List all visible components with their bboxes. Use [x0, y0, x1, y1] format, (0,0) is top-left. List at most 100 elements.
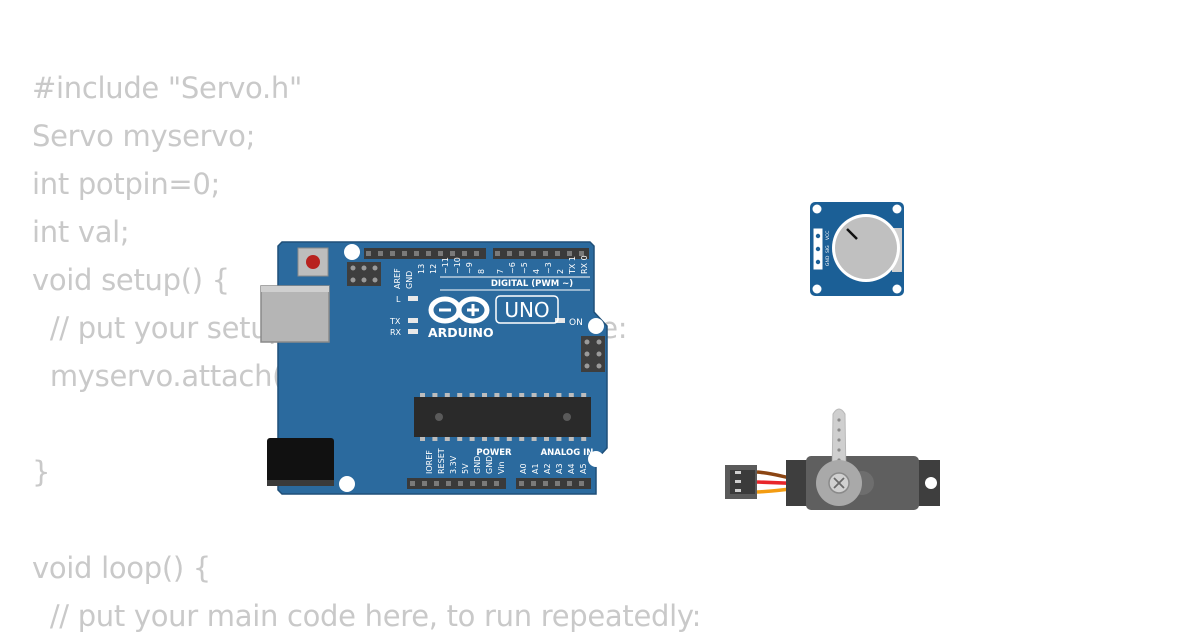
- pin-label: ~9: [465, 262, 474, 274]
- microcontroller-chip: [414, 393, 591, 441]
- pin-label: A4: [567, 463, 576, 474]
- pin-label: IOREF: [425, 450, 434, 474]
- header-hole: [422, 481, 427, 486]
- chip-pin: [581, 393, 587, 398]
- power-label: POWER: [476, 448, 512, 458]
- pin-label: GND: [473, 456, 482, 474]
- mounting-hole: [344, 244, 360, 260]
- l-led-label: L: [396, 295, 401, 304]
- model-label: UNO: [504, 298, 549, 322]
- pin-label: ~5: [520, 262, 529, 274]
- pin-label: A3: [555, 463, 564, 474]
- header-hole: [555, 481, 560, 486]
- chip-pin: [544, 436, 549, 441]
- pin-label: ~3: [544, 262, 553, 274]
- chip-pin: [494, 436, 500, 441]
- rx-led: [408, 329, 418, 334]
- rx-led-label: RX: [390, 328, 402, 337]
- pin-label: 13: [417, 264, 426, 274]
- header-hole: [458, 481, 463, 486]
- header-hole: [543, 481, 548, 486]
- header-hole: [579, 251, 584, 256]
- pin-label: 8: [477, 269, 486, 274]
- chip-pin: [531, 393, 537, 398]
- chip-pin: [482, 393, 487, 398]
- header-hole: [567, 481, 572, 486]
- header-hole: [378, 251, 383, 256]
- pin-label: 3.3V: [449, 455, 458, 474]
- chip-pin: [506, 393, 512, 398]
- pin-label: RESET: [437, 448, 446, 474]
- chip-pin: [556, 436, 562, 441]
- pin-label: A2: [543, 463, 552, 474]
- header-hole: [366, 251, 371, 256]
- header-hole: [470, 481, 475, 486]
- pin-label: TX 1: [568, 256, 577, 275]
- icsp-header-right: [581, 336, 605, 372]
- pot-pin-label: VCC: [825, 231, 831, 240]
- code-line: void setup() {: [32, 263, 230, 297]
- on-led: [555, 318, 565, 323]
- pot-pin-label: SIG: [825, 245, 831, 253]
- chip-pin: [568, 393, 574, 398]
- code-line: void loop() {: [32, 551, 211, 585]
- chip-pin: [432, 393, 438, 398]
- code-line: int val;: [32, 215, 130, 249]
- chip-pin: [556, 393, 562, 398]
- chip-pin: [457, 393, 463, 398]
- chip-pin: [506, 436, 512, 441]
- chip-pin: [568, 436, 574, 441]
- on-led-label: ON: [569, 318, 583, 328]
- power-header[interactable]: [407, 478, 506, 489]
- analog-header[interactable]: [516, 478, 591, 489]
- chip-pin: [432, 436, 438, 441]
- header-hole: [462, 251, 467, 256]
- header-hole: [450, 251, 455, 256]
- chip-pin: [519, 436, 525, 441]
- servo-motor[interactable]: [725, 408, 940, 510]
- pin-label: A1: [531, 463, 540, 474]
- pin-label: ~6: [508, 262, 517, 274]
- header-hole: [531, 251, 536, 256]
- header-hole: [434, 481, 439, 486]
- header-hole: [519, 481, 524, 486]
- l-led: [408, 296, 418, 301]
- code-listing: #include "Servo.h"Servo myservo;int potp…: [32, 64, 701, 640]
- header-hole: [390, 251, 395, 256]
- header-hole: [482, 481, 487, 486]
- pin-label: 5V: [461, 463, 470, 474]
- chip-pin: [531, 436, 537, 441]
- header-hole: [414, 251, 419, 256]
- digital-header[interactable]: [364, 248, 589, 259]
- code-line: myservo.attach(9);: [32, 359, 322, 393]
- chip-pin: [457, 436, 463, 441]
- header-hole: [555, 251, 560, 256]
- chip-pin: [420, 393, 425, 398]
- header-hole: [519, 251, 524, 256]
- code-line: // put your main code here, to run repea…: [32, 599, 702, 633]
- code-line: int potpin=0;: [32, 167, 221, 201]
- header-hole: [438, 251, 443, 256]
- header-hole: [446, 481, 451, 486]
- code-line: #include "Servo.h": [32, 71, 303, 105]
- chip-pin: [482, 436, 487, 441]
- mounting-hole: [339, 476, 355, 492]
- chip-pin: [469, 393, 475, 398]
- header-hole: [579, 481, 584, 486]
- pin-label: 12: [429, 264, 438, 274]
- chip-pin: [444, 436, 450, 441]
- icsp-header-top: [347, 262, 381, 286]
- tx-led-label: TX: [389, 317, 401, 326]
- pin-label: 7: [496, 269, 505, 274]
- pin-label: ~10: [453, 257, 462, 274]
- digital-label: DIGITAL (PWM ~): [491, 279, 573, 289]
- chip-pin: [581, 436, 587, 441]
- code-line: }: [32, 455, 51, 489]
- pin-label: ~11: [441, 257, 450, 274]
- chip-pin: [420, 436, 425, 441]
- pot-knob[interactable]: [835, 217, 897, 279]
